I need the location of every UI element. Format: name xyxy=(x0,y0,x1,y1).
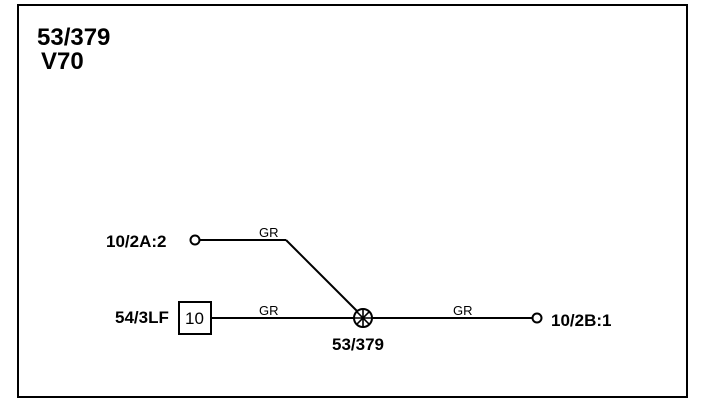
splice-icon xyxy=(353,308,373,328)
component-box-number: 10 xyxy=(185,309,204,328)
splice-label: 53/379 xyxy=(332,335,384,354)
connector-label-top-left: 10/2A:2 xyxy=(106,232,167,251)
component-box xyxy=(178,301,212,335)
connector-label-left: 54/3LF xyxy=(115,308,169,327)
diagram-frame xyxy=(17,4,688,398)
wire-top-diagonal xyxy=(285,239,359,313)
connector-pin-top-left xyxy=(189,234,201,246)
connector-pin-right xyxy=(531,312,543,324)
model-label: V70 xyxy=(41,48,84,75)
wire-color-label-top: GR xyxy=(259,225,279,240)
wire-color-label-left: GR xyxy=(259,303,279,318)
wire-color-label-right: GR xyxy=(453,303,473,318)
connector-label-right: 10/2B:1 xyxy=(551,311,612,330)
diagram-title: 53/379 xyxy=(37,24,111,51)
